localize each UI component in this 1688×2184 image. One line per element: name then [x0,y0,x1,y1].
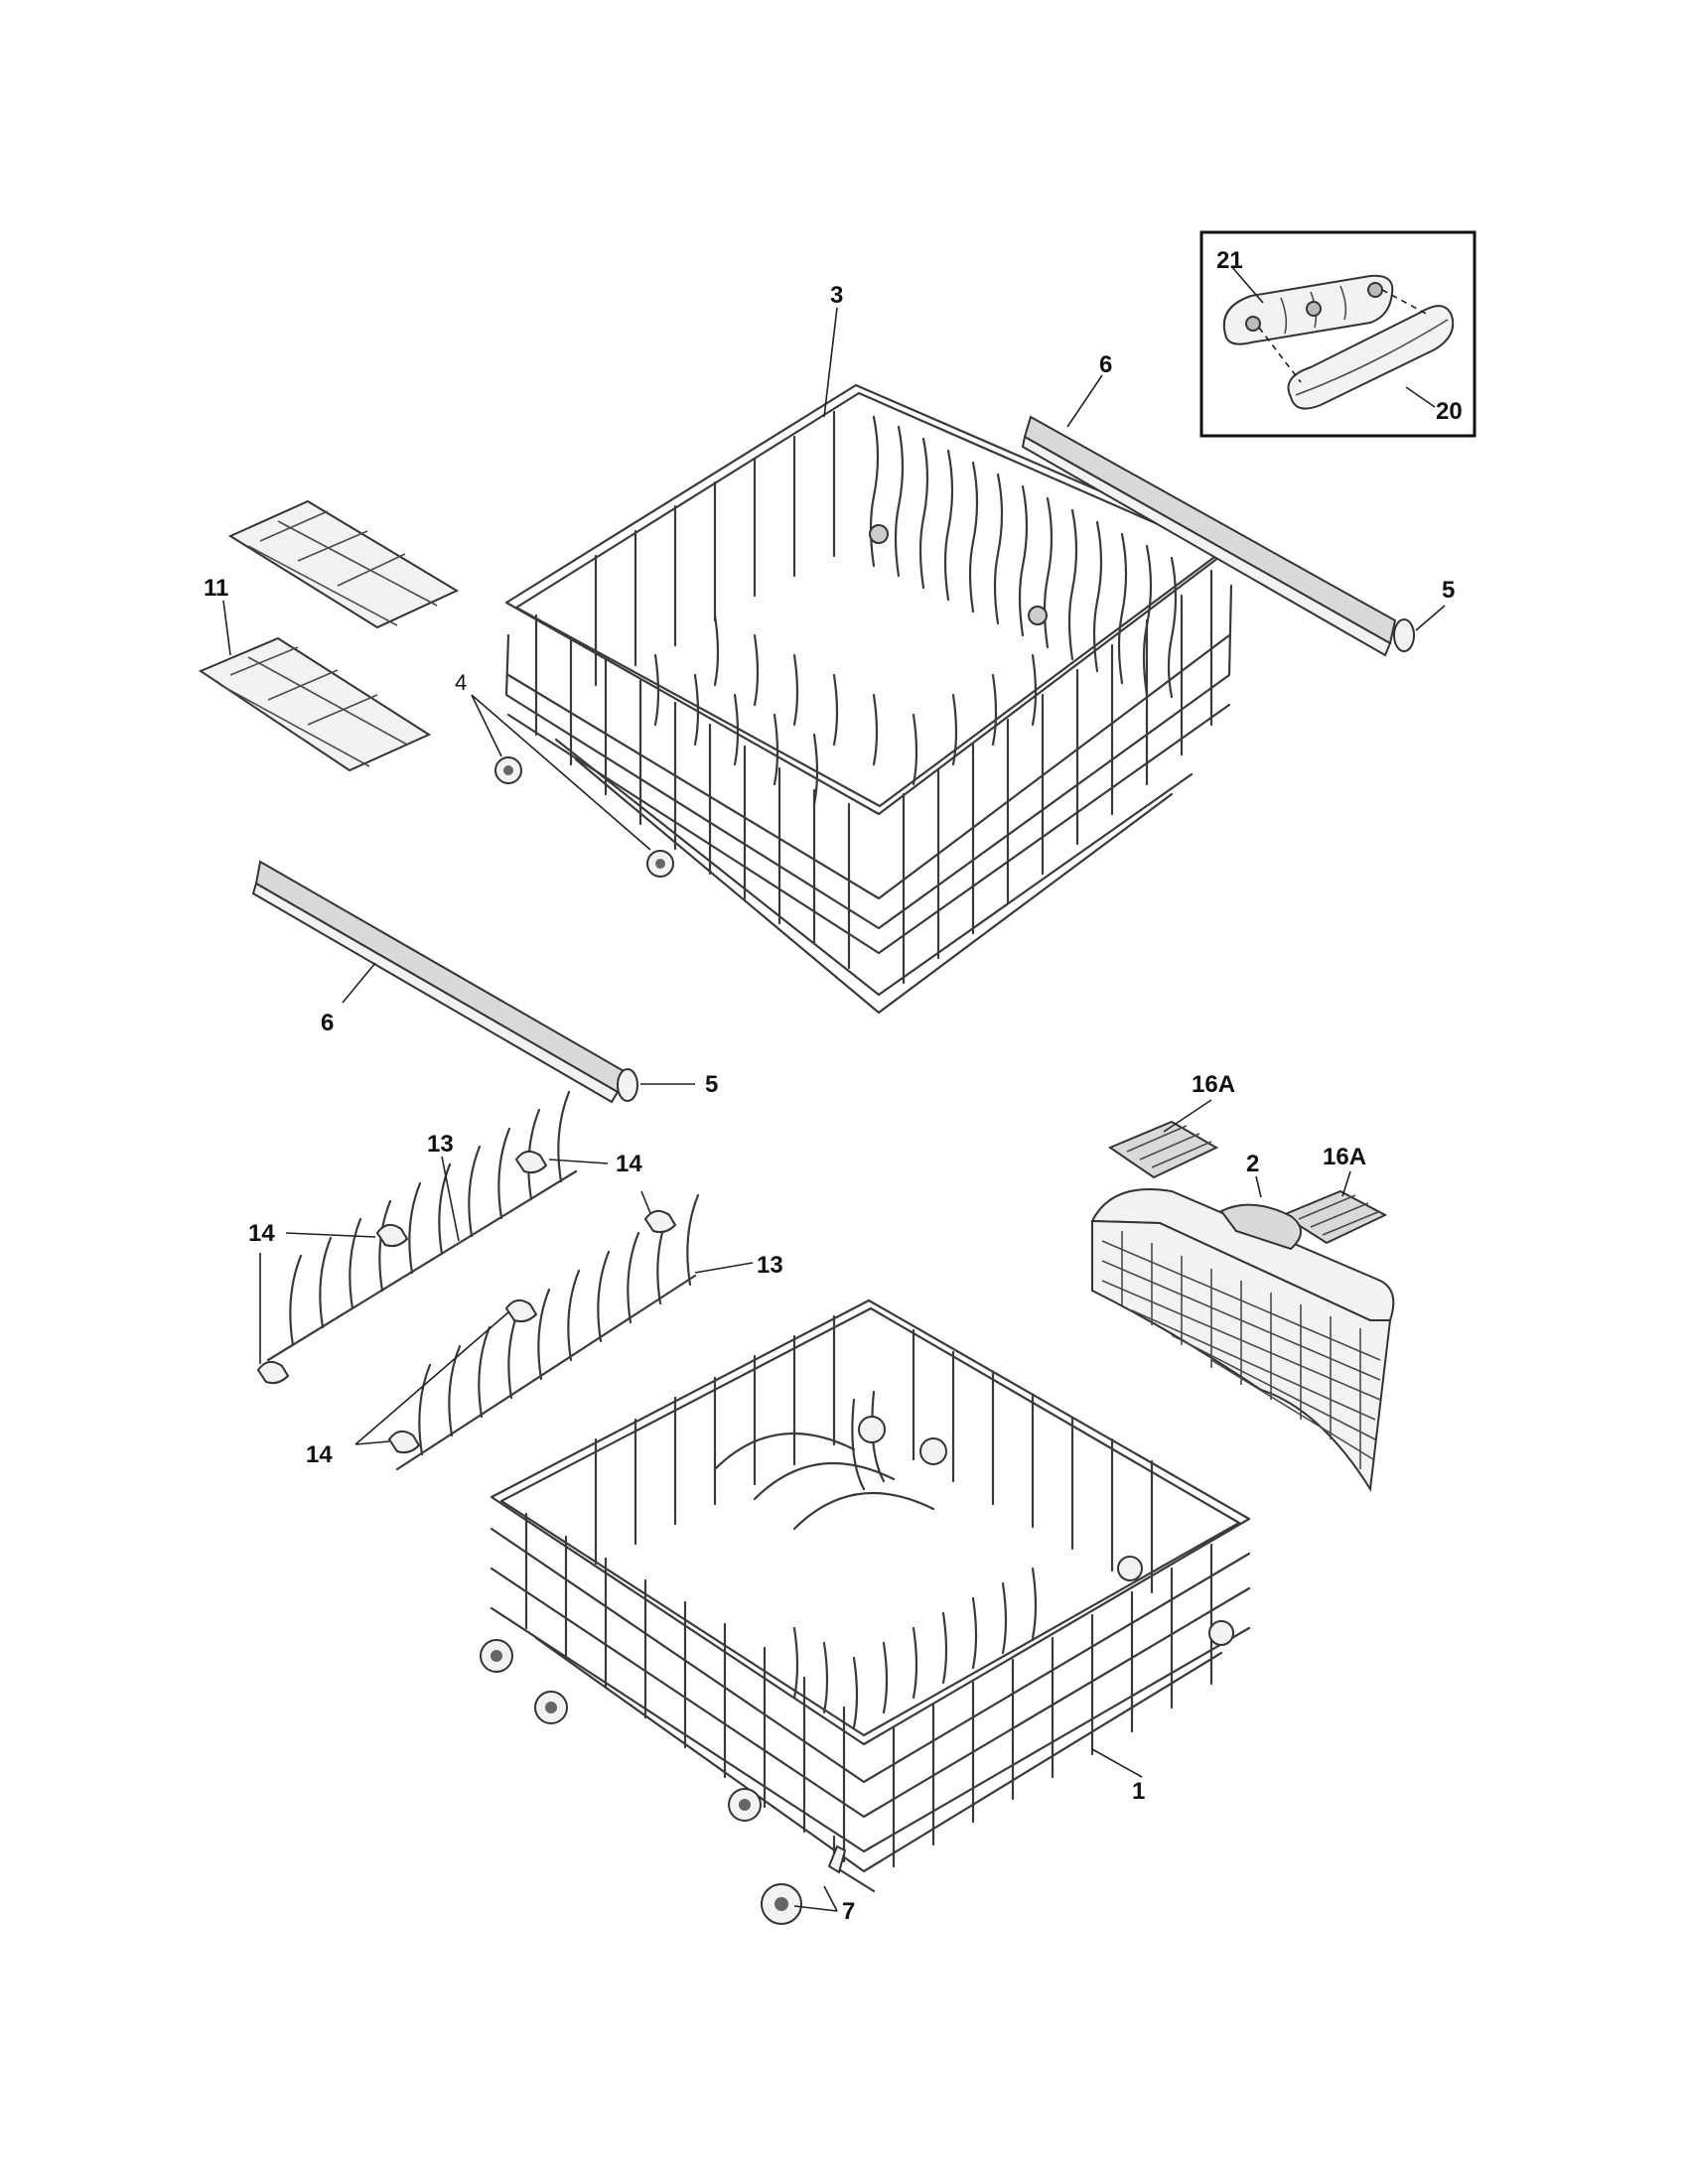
label-upper-rack: 3 [830,282,843,309]
shelf-top [227,499,460,629]
label-lower-rack: 1 [1132,1778,1145,1805]
track-bottom [251,860,638,1104]
label-wheel: 7 [842,1898,855,1925]
label-clip-b: 14 [248,1220,275,1247]
tine-row-b [395,1193,700,1471]
tine-row-a [266,1090,578,1362]
label-tine-row-b: 13 [757,1252,783,1279]
label-basket-lid-b: 16A [1323,1144,1366,1170]
label-track-bottom: 6 [321,1010,334,1036]
clips [256,1150,677,1454]
label-track-top: 6 [1099,351,1112,378]
handle-inset: 21 20 [1199,230,1477,438]
label-end-cap-top: 5 [1442,577,1455,604]
rack-handle-icon [1222,274,1455,410]
silverware-basket-icon [1090,1188,1395,1492]
label-clip-d: 14 [306,1441,333,1468]
track-top [1021,415,1415,657]
label-clip-a: 14 [616,1151,642,1177]
rollers [494,756,674,878]
shelf-bottom [198,636,432,772]
label-handle-cover: 20 [1436,398,1463,425]
wire-rack-icon [480,1298,1251,1893]
basket-lid-a [1107,1120,1219,1179]
label-handle-base: 21 [1216,247,1243,274]
label-tine-row-a: 13 [427,1131,454,1158]
label-shelf: 11 [204,575,228,602]
wheel-assembly [761,1844,847,1925]
label-basket: 2 [1246,1151,1259,1177]
basket-lid-b [1280,1189,1388,1245]
label-roller: 4 [455,670,467,695]
label-end-cap-bottom: 5 [705,1071,718,1098]
label-basket-lid-a: 16A [1192,1071,1235,1098]
wire-rack-icon [504,383,1233,1015]
